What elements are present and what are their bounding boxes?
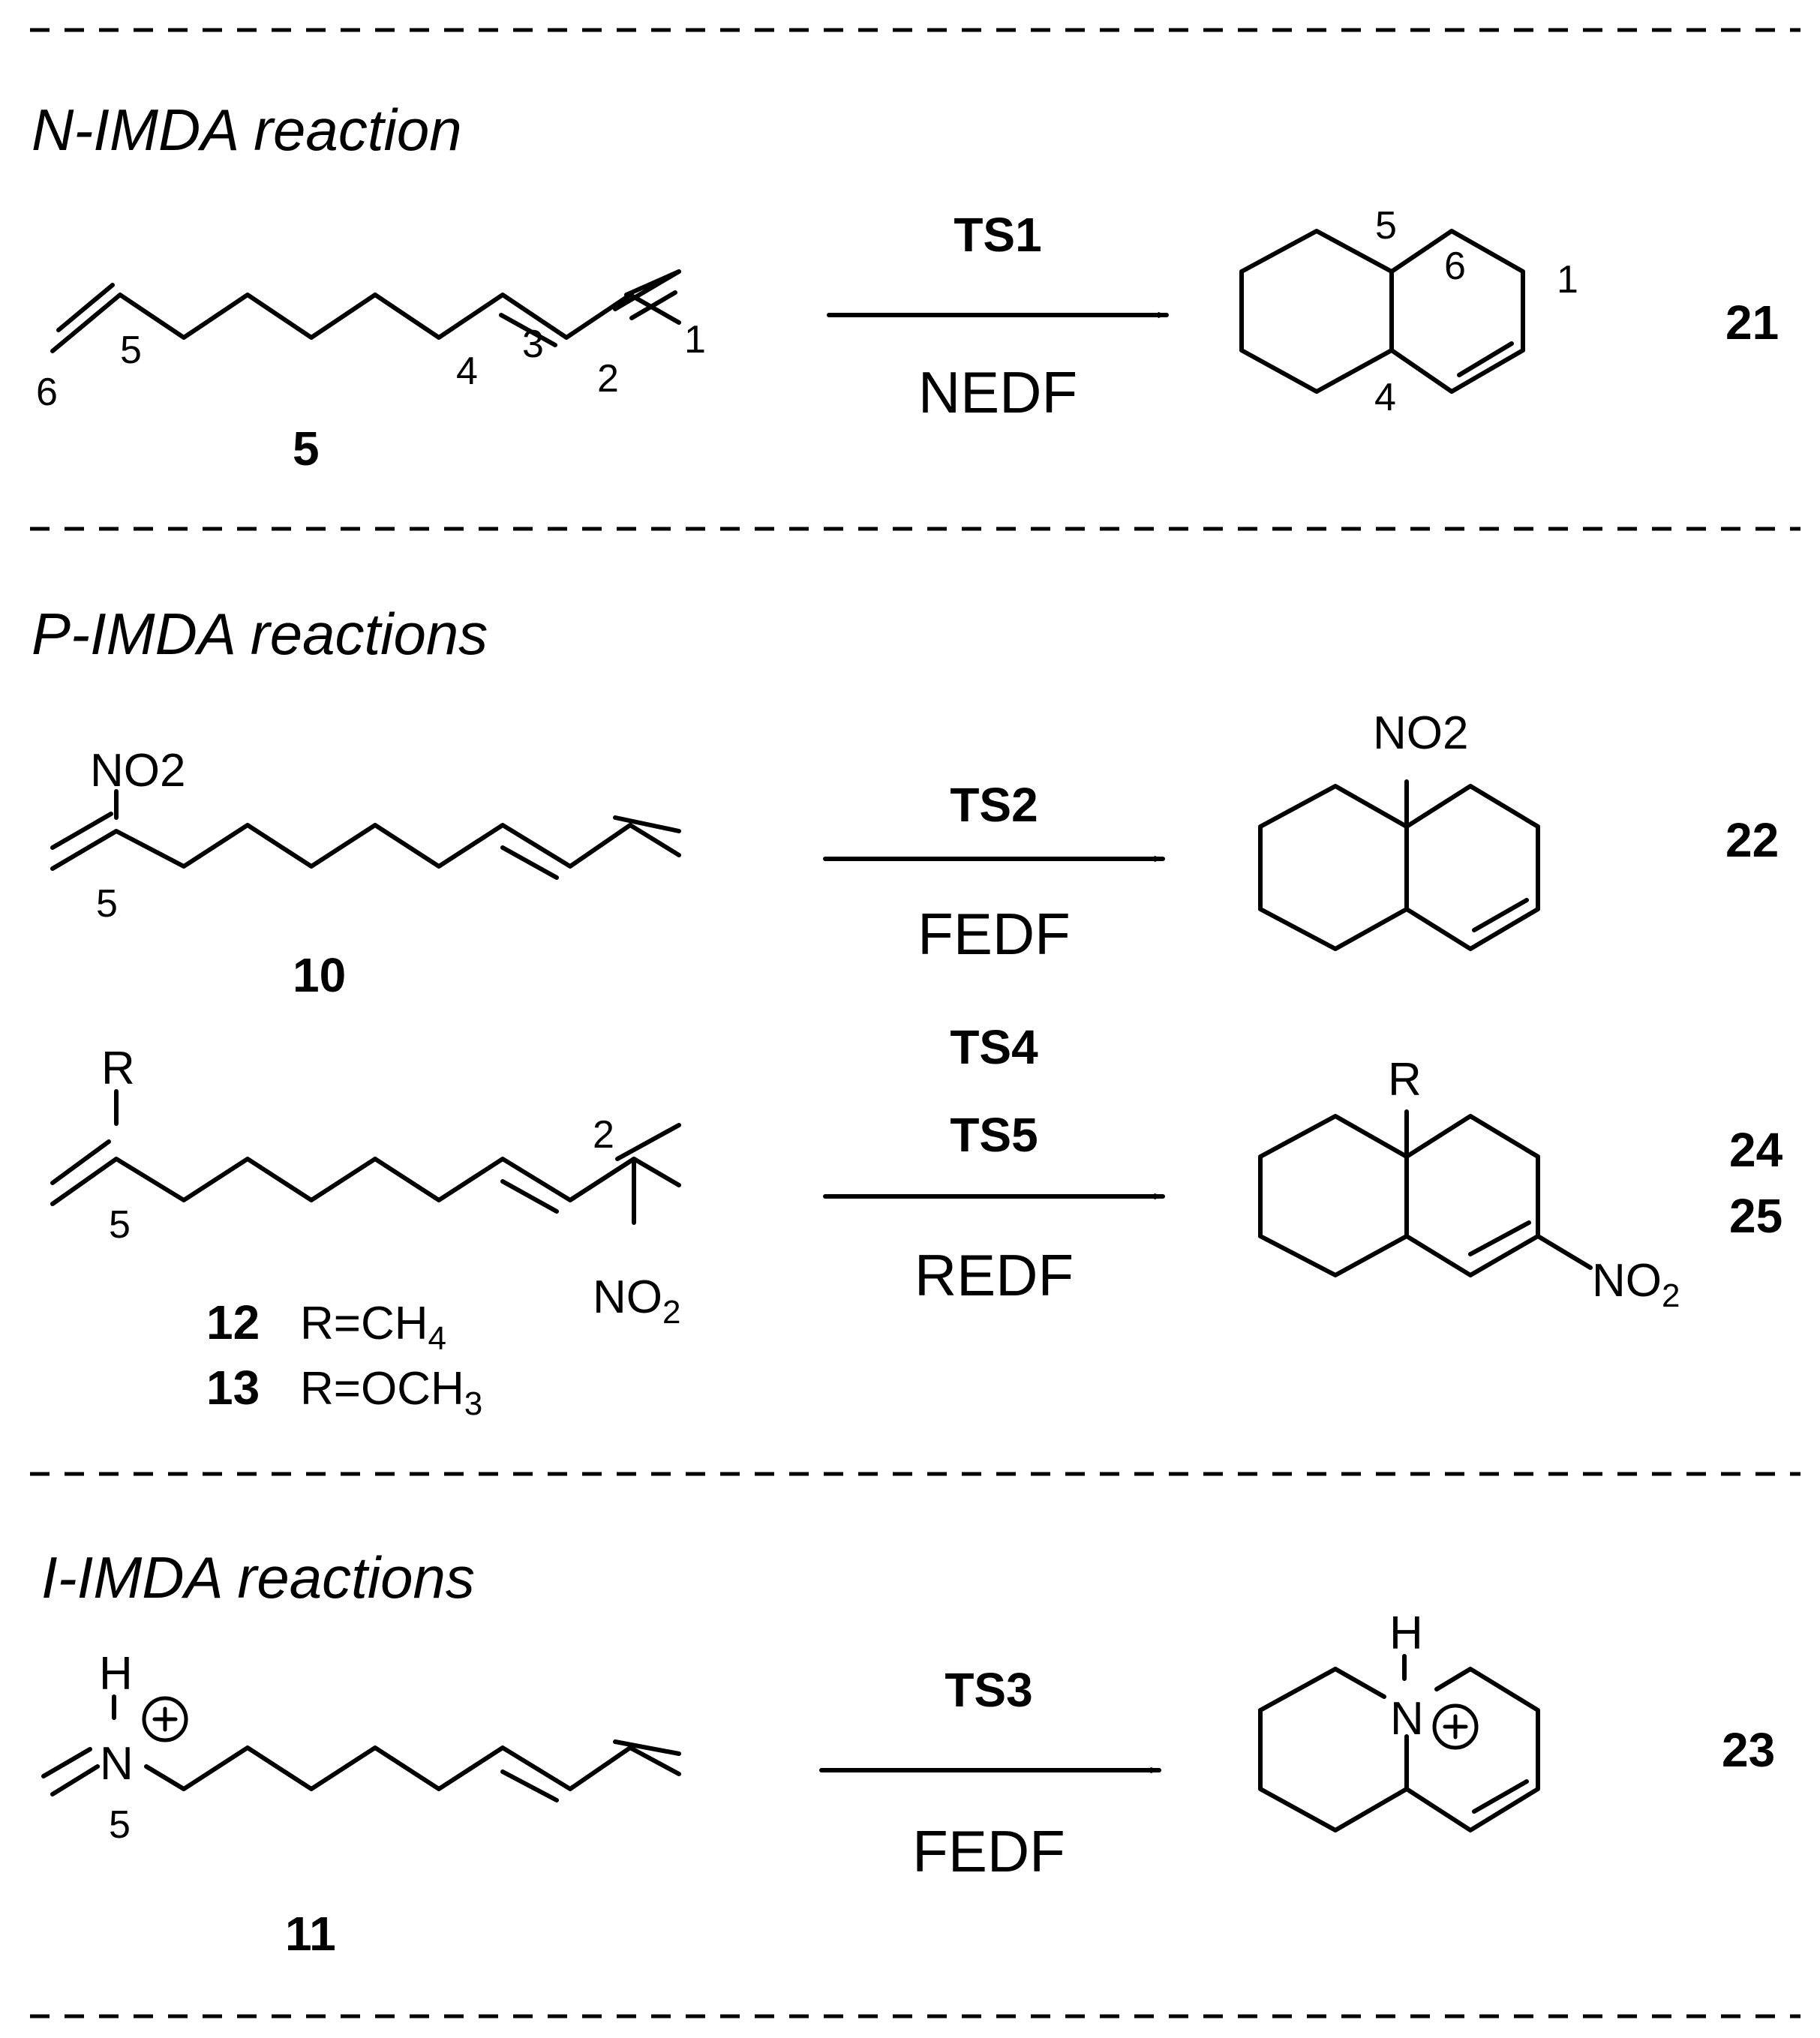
compound-id-23: 23 bbox=[1722, 1723, 1775, 1777]
condition-fedf: FEDF bbox=[918, 901, 1071, 967]
atom-number: 6 bbox=[1444, 245, 1466, 288]
compound-id-10: 10 bbox=[293, 948, 346, 1002]
r-group: R bbox=[101, 1043, 135, 1094]
nitro-group: NO2 bbox=[1373, 707, 1468, 759]
atom-number: 5 bbox=[96, 882, 118, 926]
product-21-structure bbox=[1239, 229, 1525, 394]
ts-label-ts2: TS2 bbox=[950, 778, 1038, 832]
ts-label-ts5: TS5 bbox=[950, 1108, 1038, 1162]
section-title-p-imda: P-IMDA reactions bbox=[32, 601, 488, 667]
nitrogen-atom: N bbox=[1390, 1693, 1424, 1745]
atom-number: 1 bbox=[684, 318, 706, 362]
condition-fedf-2: FEDF bbox=[912, 1818, 1065, 1884]
section-title-n-imda: N-IMDA reaction bbox=[32, 97, 462, 163]
product-23-structure bbox=[1258, 1654, 1540, 1832]
reactant-12-13-structure bbox=[50, 1089, 681, 1225]
compound-id-22: 22 bbox=[1725, 813, 1779, 867]
section-title-i-imda: I-IMDA reactions bbox=[41, 1544, 475, 1610]
compound-id-5: 5 bbox=[293, 422, 320, 476]
hydrogen-atom: H bbox=[99, 1648, 133, 1700]
atom-number: 6 bbox=[36, 371, 58, 414]
atom-number: 5 bbox=[1375, 204, 1397, 248]
atom-number: 4 bbox=[456, 350, 478, 393]
r-group: R bbox=[1388, 1054, 1422, 1106]
reactant-5-structure bbox=[50, 269, 681, 353]
compound-id-24: 24 bbox=[1729, 1123, 1783, 1177]
atom-number: 2 bbox=[593, 1113, 614, 1157]
compound-id-25: 25 bbox=[1729, 1189, 1782, 1243]
condition-redf: REDF bbox=[915, 1242, 1074, 1308]
compound-id-21: 21 bbox=[1725, 296, 1779, 350]
compound-id-11: 11 bbox=[285, 1907, 336, 1961]
nitrogen-atom: N bbox=[100, 1738, 134, 1790]
atom-number: 5 bbox=[109, 1203, 131, 1247]
atom-number: 1 bbox=[1557, 258, 1578, 302]
compound-id-13: 13 bbox=[206, 1361, 260, 1415]
atom-number: 2 bbox=[597, 357, 619, 401]
product-24-25-structure bbox=[1258, 1109, 1593, 1277]
nitro-group: NO2 bbox=[1592, 1255, 1680, 1314]
atom-number: 3 bbox=[522, 323, 544, 366]
atom-number: 5 bbox=[120, 329, 142, 372]
nitro-group: NO2 bbox=[593, 1271, 680, 1331]
ts-label-ts1: TS1 bbox=[954, 208, 1041, 262]
ts-label-ts4: TS4 bbox=[950, 1020, 1038, 1074]
nitro-group: NO2 bbox=[90, 745, 185, 797]
reactant-10-structure bbox=[50, 789, 681, 880]
ts-label-ts3: TS3 bbox=[945, 1663, 1032, 1717]
r-definition-13: R=OCH3 bbox=[300, 1363, 482, 1422]
atom-number: 5 bbox=[109, 1803, 131, 1847]
hydrogen-atom: H bbox=[1389, 1607, 1423, 1659]
condition-nedf: NEDF bbox=[918, 359, 1077, 425]
atom-number: 4 bbox=[1374, 376, 1396, 419]
compound-id-12: 12 bbox=[206, 1295, 260, 1349]
product-22-structure bbox=[1258, 779, 1540, 951]
r-definition-12: R=CH4 bbox=[300, 1298, 446, 1357]
reactant-11-structure bbox=[41, 1694, 681, 1802]
